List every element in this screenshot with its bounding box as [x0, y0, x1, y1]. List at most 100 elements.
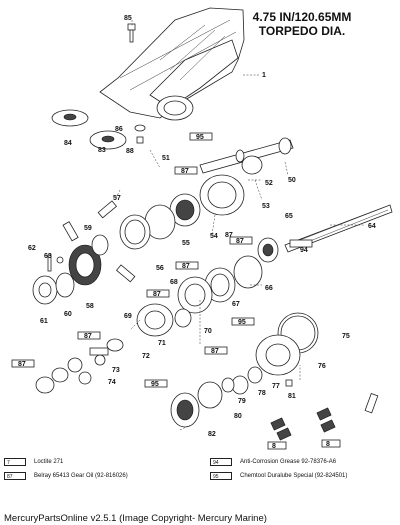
part-label: 82	[208, 431, 216, 438]
leader-lines	[114, 20, 365, 431]
part-label: 80	[234, 413, 242, 420]
part-label: 76	[318, 363, 326, 370]
tube-icon: 87	[4, 472, 26, 480]
pin-62[interactable]	[47, 254, 52, 272]
part-label: 94	[300, 247, 308, 254]
bearing-59[interactable]	[91, 234, 109, 256]
washer-72b[interactable]	[51, 367, 69, 383]
washer-67[interactable]	[204, 267, 236, 303]
clip-63[interactable]	[56, 256, 64, 264]
title-line-2: TORPEDO DIA.	[258, 24, 346, 38]
bolt-85[interactable]	[127, 23, 136, 43]
part-label: 69	[124, 313, 132, 320]
tube-icon: 95	[210, 472, 232, 480]
part-label: 64	[368, 223, 376, 230]
part-label: 71	[158, 340, 166, 347]
part-label: 59	[84, 225, 92, 232]
callout-code: 87	[181, 168, 189, 175]
seal-70[interactable]	[174, 308, 192, 328]
part-label: 55	[182, 240, 190, 247]
bearing-carrier-69[interactable]	[136, 303, 174, 337]
part-label: 58	[86, 303, 94, 310]
bearing-61[interactable]	[32, 275, 58, 305]
bearing-82[interactable]	[170, 392, 200, 428]
ring-79[interactable]	[221, 377, 235, 393]
part-label: 77	[272, 383, 280, 390]
callout-code: 95	[238, 319, 246, 326]
part-label: 52	[265, 180, 273, 187]
legend-text: Belray 65413 Gear Oil (92-816026)	[34, 473, 128, 479]
ring-53[interactable]	[241, 155, 263, 175]
part-label: 70	[204, 328, 212, 335]
callout-code: 87	[84, 333, 92, 340]
ring-66[interactable]	[233, 255, 263, 289]
title-line-1: 4.75 IN/120.65MM	[252, 10, 352, 24]
legend-text: Chemtool Duralube Special (92-824501)	[240, 473, 348, 479]
part-label: 62	[28, 245, 36, 252]
clip-74[interactable]	[94, 354, 106, 366]
ring-60[interactable]	[55, 272, 75, 298]
part-label: 78	[258, 390, 266, 397]
part-label: 60	[64, 311, 72, 318]
callout-code: 8	[272, 443, 276, 450]
callout-code: 87	[18, 361, 26, 368]
tube-icon: 94	[210, 458, 232, 466]
legend-text: Anti-Corrosion Grease 92-78376-A6	[240, 459, 337, 465]
bearing-68[interactable]	[177, 276, 213, 314]
part-label: 72	[142, 353, 150, 360]
part-label: 56	[156, 265, 164, 272]
part-label: 86	[115, 126, 123, 133]
callout-code: 8	[326, 441, 330, 448]
part-label: 66	[265, 285, 273, 292]
seal-73a[interactable]	[67, 357, 83, 373]
part-label: 79	[238, 398, 246, 405]
part-label: 51	[162, 155, 170, 162]
part-label: 1	[262, 72, 266, 79]
seal-77[interactable]	[247, 366, 263, 384]
callout-code: 87	[153, 291, 161, 298]
part-label: 85	[124, 15, 132, 22]
part-label: 53	[262, 203, 270, 210]
callout-code: 87	[211, 348, 219, 355]
nut-88[interactable]	[136, 136, 144, 144]
part-label: 61	[40, 318, 48, 325]
part-label: 88	[126, 148, 134, 155]
shaft-assembly-51-52[interactable]	[199, 137, 294, 174]
pinion-gear-65[interactable]	[257, 237, 279, 263]
part-label: 67	[232, 301, 240, 308]
seal-73b[interactable]	[78, 371, 92, 385]
part-label: 57	[113, 195, 121, 202]
part-label: 65	[285, 213, 293, 220]
part-label: 63	[44, 253, 52, 260]
anode-83[interactable]	[89, 130, 127, 150]
part-label: 83	[98, 147, 106, 154]
ring-72a[interactable]	[106, 338, 124, 352]
legend-text: Loctite 271	[34, 459, 64, 465]
thrust-ring-57[interactable]	[119, 214, 151, 250]
washer-80[interactable]	[197, 381, 223, 409]
tool-set[interactable]	[270, 407, 336, 441]
bearing-54[interactable]	[199, 174, 245, 216]
part-label: 75	[342, 333, 350, 340]
callout-code: 95	[151, 381, 159, 388]
bearing-55[interactable]	[169, 193, 201, 227]
ring-71[interactable]	[35, 376, 55, 394]
part-number-labels: 85 1 84 86 83 88 51 52 50 53 57 64 65 94…	[28, 15, 376, 438]
callout-code-labels: 95 87 87 87 87 95 87 87 87 95 8 8	[18, 134, 330, 450]
part-label: 54	[210, 233, 218, 240]
part-label: 74	[108, 379, 116, 386]
washer-86[interactable]	[134, 124, 146, 132]
part-label: 73	[112, 367, 120, 374]
lubricant-legend: 7 Loctite 271 87 Belray 65413 Gear Oil (…	[0, 452, 400, 507]
nut-81[interactable]	[285, 379, 293, 387]
part-label: 50	[288, 177, 296, 184]
part-label: 81	[288, 393, 296, 400]
anode-84[interactable]	[51, 109, 89, 127]
tube-icon: 7	[4, 458, 26, 466]
gear-58[interactable]	[68, 244, 102, 286]
part-label: 84	[64, 140, 72, 147]
bearing-carrier-76[interactable]	[255, 334, 301, 376]
copyright-footer: MercuryPartsOnline v2.5.1 (Image Copyrig…	[4, 513, 267, 524]
gear-housing[interactable]	[99, 7, 245, 121]
